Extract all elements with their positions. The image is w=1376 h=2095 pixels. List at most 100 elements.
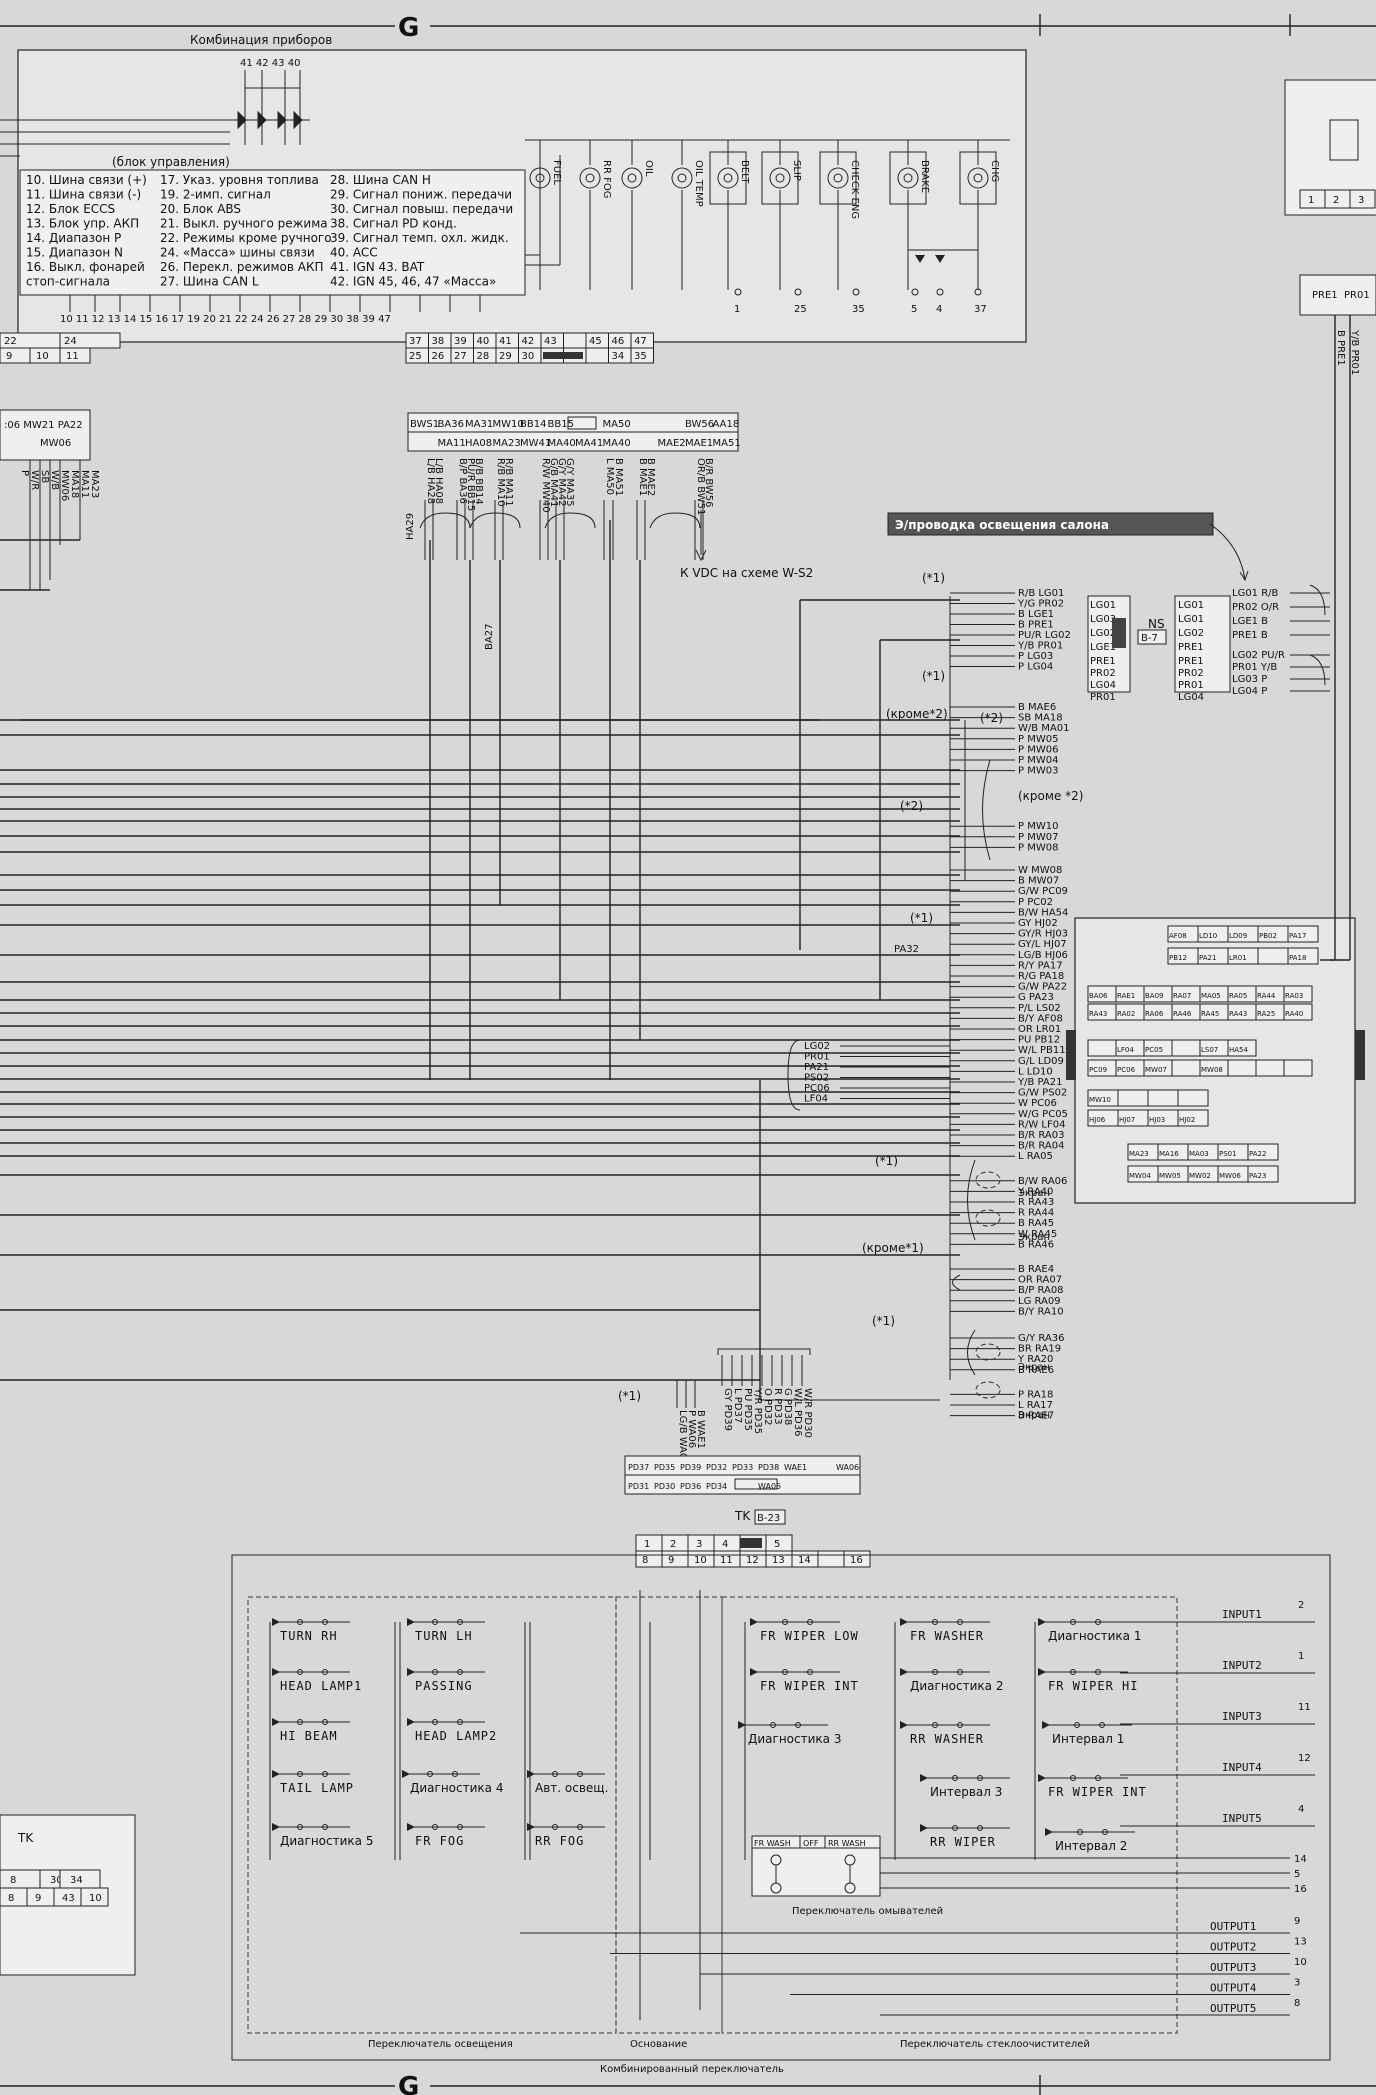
pin-label: 28 — [477, 351, 490, 362]
pin-label: BA06 — [1089, 992, 1108, 1000]
lamp-icon — [671, 167, 693, 189]
ns-id: B-7 — [1141, 633, 1158, 644]
switch-item: HI BEAM — [280, 1729, 338, 1743]
switch-item: Интервал 1 — [1052, 1732, 1124, 1746]
pin-label: LG01 — [1090, 600, 1116, 611]
pin-label: 4 — [722, 1539, 728, 1550]
switch-item: Авт. освещ. — [535, 1781, 608, 1795]
wire-label: SB MA18 — [1018, 713, 1063, 724]
switch-item: RR WIPER — [930, 1835, 996, 1849]
note-star1: (*1) — [922, 669, 945, 683]
pin-label: 16 — [850, 1555, 863, 1566]
note-ekran: Экран — [1018, 1410, 1050, 1421]
pin-label: MA41 — [575, 438, 603, 449]
wire-label: W PC06 — [1018, 1098, 1057, 1109]
wire-label: MA11 — [79, 470, 90, 498]
lamp-icon — [769, 167, 791, 189]
pin-label: LS07 — [1201, 1046, 1218, 1054]
switch-item: FR FOG — [415, 1834, 464, 1848]
wire-label: B/P BA36 — [457, 458, 468, 504]
pin-label: LD10 — [1199, 932, 1217, 940]
pin-label: 11 — [66, 351, 79, 362]
switch-item: Диагностика 2 — [910, 1679, 1003, 1693]
wire-label: L RA17 — [1018, 1400, 1053, 1411]
svg-text:MW06: MW06 — [40, 438, 71, 449]
pin-label: 29 — [499, 351, 512, 362]
instrument-cluster: Комбинация приборов 41 42 43 40 (блок уп… — [0, 33, 1027, 343]
wire-label: LG01 R/B — [1232, 588, 1279, 599]
pin-label: AF08 — [1169, 932, 1187, 940]
pin-label: PR02 — [1090, 668, 1116, 679]
wire-label: Y/G PR02 — [1017, 599, 1064, 610]
pin-label: PA21 — [1199, 954, 1216, 962]
wire-label: P PC02 — [1018, 897, 1053, 908]
note-krome1: (кроме*1) — [862, 1241, 924, 1255]
wire-label: W/B MA01 — [1018, 723, 1070, 734]
wire-label: P WA06 — [686, 1410, 697, 1448]
pin-label: PA18 — [1289, 954, 1306, 962]
wire-label: R PD33 — [772, 1388, 783, 1425]
wire-label: B/Y RA10 — [1018, 1306, 1064, 1317]
pin-label: MW05 — [1159, 1172, 1181, 1180]
input-label: INPUT2 — [1222, 1659, 1262, 1672]
wire-label: GY HJ02 — [1018, 918, 1058, 929]
pin-label: PC05 — [1145, 1046, 1163, 1054]
wire-label: G PA23 — [1018, 992, 1054, 1003]
svg-text::06 MW21 PA22: :06 MW21 PA22 — [4, 420, 83, 431]
switch-item: Диагностика 5 — [280, 1834, 373, 1848]
wire-label: P MW03 — [1018, 766, 1058, 777]
switch-item: FR WIPER INT — [1048, 1785, 1147, 1799]
wire-label: R/W LF04 — [1018, 1119, 1065, 1130]
wire-label: W/G PC05 — [1018, 1109, 1068, 1120]
pin-label: 46 — [612, 336, 625, 347]
wire-label: B MAE1 — [637, 458, 648, 496]
wire-label: W/B — [49, 470, 60, 490]
pin-label: 41 — [499, 336, 512, 347]
pin-label: LG03 — [1090, 614, 1116, 625]
interior-lighting: Э/проводка освещения салона LG01LG03LG02… — [887, 512, 1330, 703]
pin-label: PR01 — [1178, 680, 1204, 691]
pin-label: BW56 — [685, 419, 714, 430]
pin-label: PA17 — [1289, 932, 1306, 940]
wire-label: B/W RA06 — [1018, 1176, 1067, 1187]
ns-label: NS — [1148, 617, 1165, 631]
lamp-icon — [827, 167, 849, 189]
pin-label: 14 — [798, 1555, 811, 1566]
input-label: INPUT4 — [1222, 1761, 1262, 1774]
pin-label: PD30 — [654, 1482, 675, 1491]
pin-label: PD37 — [628, 1463, 649, 1472]
wiper-switch-label: Переключатель стеклоочистителей — [900, 2039, 1090, 2050]
legend-entry: 21. Выкл. ручного режима — [160, 217, 328, 231]
wire-label: G/W PC09 — [1018, 886, 1068, 897]
pin-label: LR01 — [1229, 954, 1247, 962]
legend-entry: 28. Шина CAN H — [330, 173, 431, 187]
pin-label: LD09 — [1229, 932, 1247, 940]
wire-label: GY/R HJ03 — [1018, 929, 1068, 940]
pin-label: 30 — [522, 351, 535, 362]
pin-label: 2 — [1333, 195, 1339, 206]
wire-label: MA23 — [89, 470, 100, 498]
pin-label: 45 — [589, 336, 602, 347]
lamp-pin: 25 — [794, 304, 807, 315]
pin-label: RA46 — [1173, 1010, 1192, 1018]
pin-label: 2 — [670, 1539, 676, 1550]
pin-label: WA06 — [836, 1463, 859, 1472]
wire-label: W/L PD36 — [792, 1388, 803, 1436]
lamp-pin: 5 — [911, 304, 917, 315]
pin-label: MA51 — [713, 438, 741, 449]
legend-entry: 41. IGN 43. BAT — [330, 260, 425, 274]
note-star1: (*1) — [910, 911, 933, 925]
pin-label: WA05 — [758, 1482, 781, 1491]
vdc-note: К VDC на схеме W-S2 — [680, 566, 813, 580]
wire-label: LG02 — [804, 1041, 830, 1052]
wire-label: LG/B HJ06 — [1018, 950, 1068, 961]
wire-label: LGE1 B — [1232, 616, 1268, 627]
input-label: INPUT3 — [1222, 1710, 1262, 1723]
note-star2: (*2) — [980, 711, 1003, 725]
wire-label: B/R BW56 — [703, 458, 714, 507]
pin-label: MW02 — [1189, 1172, 1211, 1180]
note-star1: (*1) — [922, 571, 945, 585]
output-label: OUTPUT4 — [1210, 1982, 1257, 1995]
